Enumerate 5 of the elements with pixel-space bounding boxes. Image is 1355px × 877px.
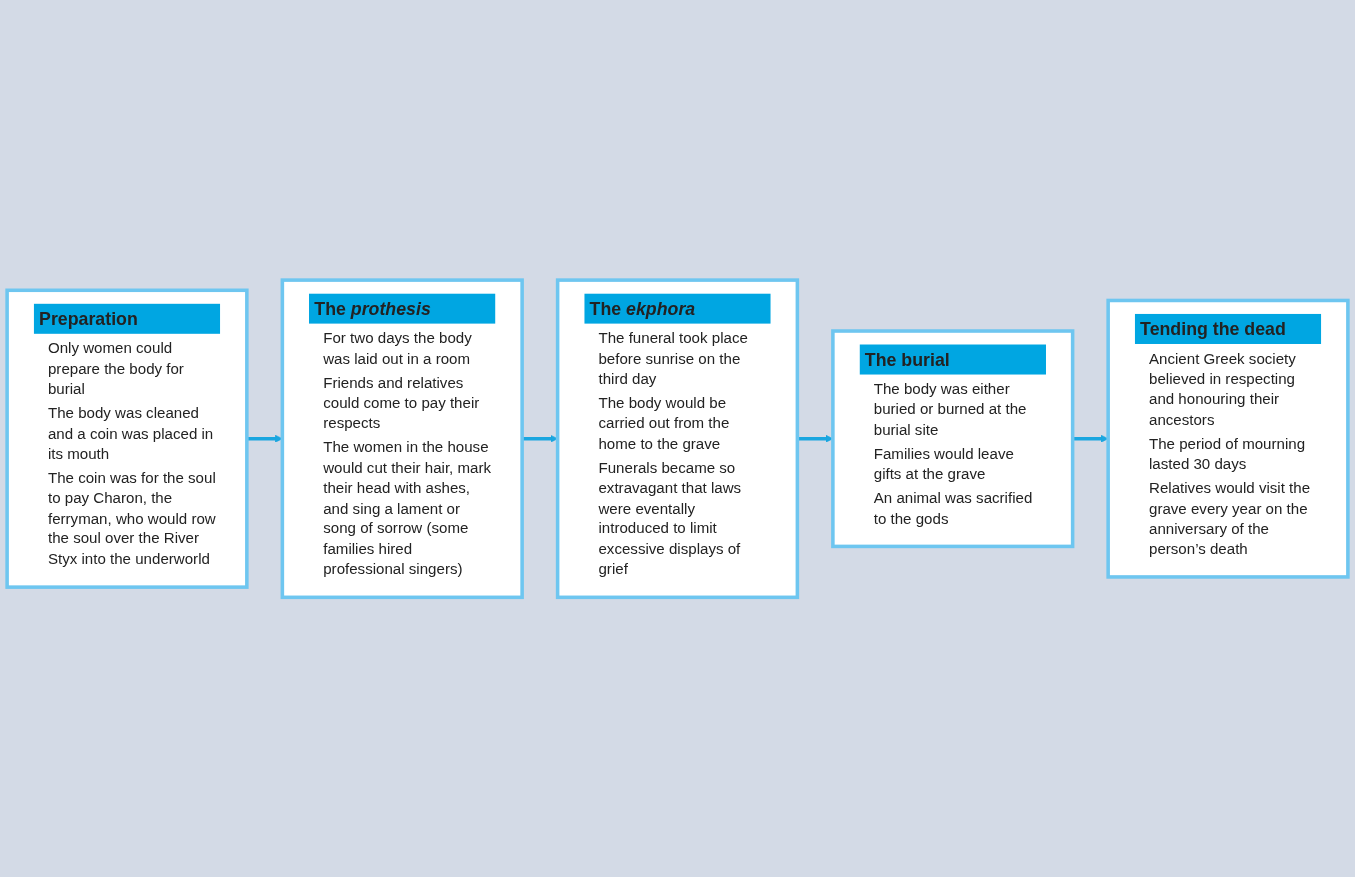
node-box: The prothesis For two days the body was laid out in a room Friends and relatives could come to pay their respects The women in the house would cut their hair, mark their head with ashes, and sing a lament or song of sorrow (some families hired professional singers) xyxy=(280,278,524,599)
node-box: The ekphora The funeral took place before sunrise on the third day The body would be carried out from the home to the grave Funerals became so extravagant that laws were eventally introduced to limit excessive displays of grief xyxy=(555,278,800,599)
node-box: Tending the dead Ancient Greek society believed in respecting and honouring their ancestors The period of mourning lasted 30 days Relatives would visit the grave every year on the anniversary of the person’s death xyxy=(1106,298,1350,579)
node-box: Preparation Only women could prepare the body for burial The body was cleaned and a coin was placed in its mouth The coin was for the soul to pay Charon, the ferryman, who would row the soul over the River Styx into the underworld xyxy=(5,288,249,589)
node-box: The burial The body was either buried or burned at the burial site Families would leave gifts at the grave An animal was sacrified to the gods xyxy=(831,329,1075,548)
